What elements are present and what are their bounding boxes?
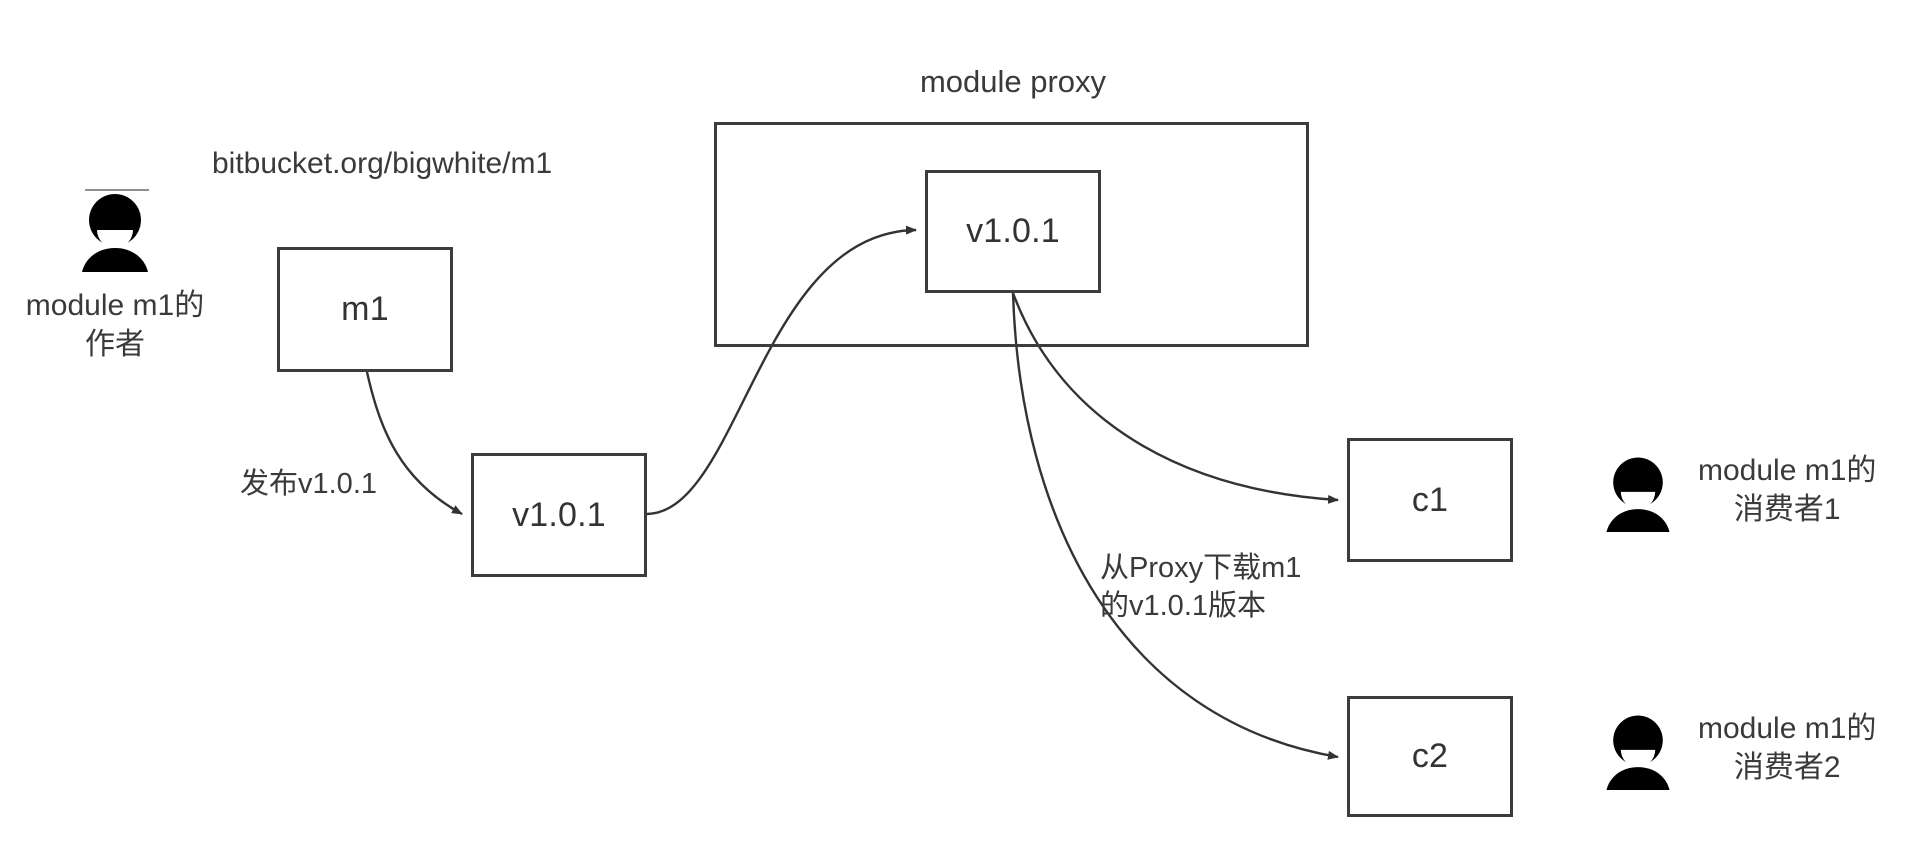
consumer1-box[interactable]: c1 [1347,438,1513,562]
actor-author: module m1的 作者 [20,184,210,364]
person-icon [1606,715,1670,790]
person-icon [82,189,149,272]
actor-consumer2-label: module m1的 消费者2 [1698,712,1877,784]
actor-consumer1-label: module m1的 消费者1 [1698,454,1877,526]
published-version-box[interactable]: v1.0.1 [471,453,647,577]
repo-url-label: bitbucket.org/bigwhite/m1 [212,147,553,180]
module-proxy-group [714,122,1309,347]
person-icon [1606,457,1670,532]
proxy-title: module proxy [919,64,1107,99]
actor-author-label: module m1的 作者 [25,289,205,361]
m1-box[interactable]: m1 [277,247,453,372]
consumer2-box[interactable]: c2 [1347,696,1513,817]
actor-consumer2: module m1的 消费者2 [1600,706,1876,790]
actor-consumer1: module m1的 消费者1 [1600,448,1876,532]
consumer2-label: c2 [1411,737,1449,775]
download-edge-label: 从Proxy下载m1 的v1.0.1版本 [1100,552,1302,622]
m1-label: m1 [341,290,389,328]
edge-download-c2 [1011,292,1339,760]
publish-edge-label: 发布v1.0.1 [240,468,377,500]
published-version-label: v1.0.1 [512,495,606,534]
proxy-version-label: v1.0.1 [966,212,1060,250]
consumer1-label: c1 [1411,480,1449,519]
proxy-version-box[interactable]: v1.0.1 [925,170,1101,293]
